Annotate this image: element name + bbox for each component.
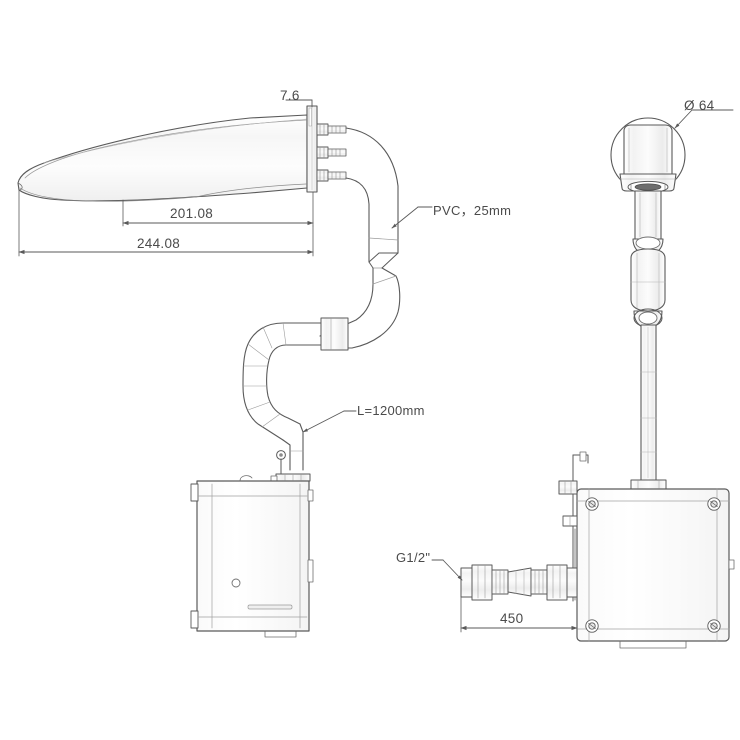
supply-hose-g-half-inch [460, 564, 578, 601]
flexible-hose-1200mm [242, 322, 322, 471]
note-label-thread-size: G1/2" [396, 550, 431, 565]
note-label-hose-length: L=1200mm [357, 403, 425, 418]
dimension-label-flange-thickness: 7.6 [280, 88, 300, 103]
spout-blade [17, 114, 308, 202]
dimension-label-overall-length: 244.08 [137, 236, 181, 251]
leader-lines-left-view [302, 206, 433, 433]
dimension-lines-left-view [18, 99, 314, 257]
dimension-label-spout-projection: 201.08 [170, 206, 214, 221]
control-box-side-view [190, 475, 314, 638]
three-threaded-connectors [316, 123, 347, 182]
note-label-pvc: PVC，25mm [433, 203, 512, 218]
dimension-label-supply-length: 450 [500, 611, 524, 626]
wall-flange-plate [306, 105, 318, 193]
control-box-front-view [558, 451, 735, 649]
pvc-elbow-25mm [319, 127, 401, 351]
sensor-head-escutcheon [610, 117, 686, 194]
dimension-lines-right-view [431, 109, 734, 633]
dimension-label-escutcheon-diameter: Ø 64 [684, 98, 715, 113]
spout-column-front-view [630, 190, 667, 490]
